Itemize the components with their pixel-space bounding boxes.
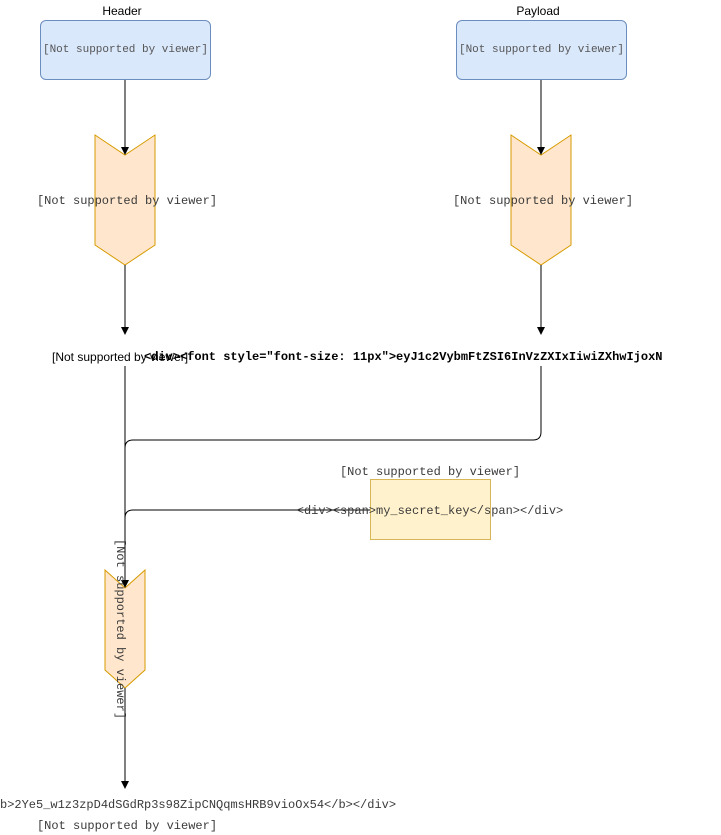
payload-input-text: [Not supported by viewer] xyxy=(458,44,625,56)
header-output-label: [Not supported by viewer] xyxy=(52,350,189,364)
payload-encode-step-shape xyxy=(510,134,572,266)
payload-encode-step-label: [Not supported by viewer] xyxy=(452,194,634,208)
header-encode-step-label: [Not supported by viewer] xyxy=(36,194,218,208)
header-input-box: [Not supported by viewer] xyxy=(40,20,211,80)
payload-input-box: [Not supported by viewer] xyxy=(456,20,627,80)
header-column-title: Header xyxy=(102,4,142,18)
signature-value: b>2Ye5_w1z3zpD4dSGdRp3s98ZipCNQqmsHRB9vi… xyxy=(0,798,397,812)
header-encode-step-shape xyxy=(94,134,156,266)
payload-column-title: Payload xyxy=(516,4,560,18)
edge-payload-output-to-signing xyxy=(124,366,542,587)
signature-caption: [Not supported by viewer] xyxy=(36,819,218,833)
header-input-text: [Not supported by viewer] xyxy=(42,44,209,56)
secret-caption: [Not supported by viewer] xyxy=(339,465,521,479)
signing-step-label: [Not supported by viewer] xyxy=(113,538,127,720)
signing-step-shape xyxy=(104,568,146,689)
payload-output-label: <div><font style="font-size: 11px">eyJ1c… xyxy=(144,350,663,364)
secret-box xyxy=(370,479,491,540)
edge-secret-to-signing xyxy=(124,509,370,587)
secret-value: <div><span>my_secret_key</span></div> xyxy=(296,504,564,518)
